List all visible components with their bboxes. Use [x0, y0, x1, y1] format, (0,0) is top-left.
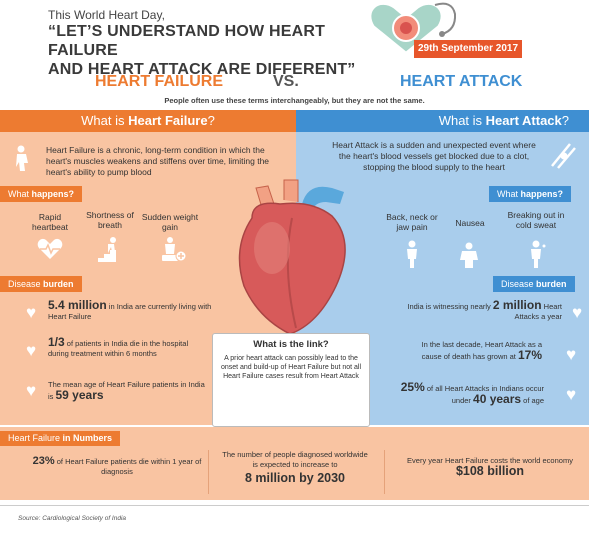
- symptom-shortness-breath: Shortness of breath: [86, 210, 134, 230]
- link-text: A prior heart attack can possibly lead t…: [220, 355, 362, 380]
- ha-stat3-big: 25%: [400, 380, 425, 394]
- headline: “LET’S UNDERSTAND HOW HEART FAILURE AND …: [48, 22, 368, 79]
- ha-stat-1: India is witnessing nearly 2 million Hea…: [390, 298, 562, 322]
- ha-stat2-text: In the last decade, Heart Attack as a ca…: [421, 340, 543, 361]
- ha-stat1-text: India is witnessing nearly: [407, 302, 493, 311]
- footer-divider: [0, 505, 589, 506]
- intro-text: This World Heart Day,: [48, 8, 165, 22]
- hf-stat3-big: 59 years: [55, 388, 104, 402]
- heart-bullet-icon: ♥: [565, 345, 577, 364]
- date-badge: 29th September 2017: [414, 40, 522, 58]
- hf-what-bold: Heart Failure: [128, 113, 208, 128]
- numbers-n1-text: of Heart Failure patients die within 1 y…: [54, 457, 202, 476]
- hf-disease-burden-tag: Disease burden: [0, 276, 82, 292]
- comparison-note: People often use these terms interchange…: [164, 96, 425, 105]
- ha-what-prefix: What is: [438, 113, 486, 128]
- ha-stat-2: In the last decade, Heart Attack as a ca…: [400, 340, 543, 362]
- symptom-back-neck-jaw-pain: Back, neck or jaw pain: [386, 212, 438, 232]
- hf-burden-prefix: Disease: [8, 279, 44, 289]
- hf-burden-bold: burden: [43, 279, 74, 289]
- numbers-n1-big: 23%: [32, 455, 55, 467]
- heart-failure-in-numbers-tag: Heart Failure in Numbers: [0, 431, 121, 446]
- numbers-n3-big: $108 billion: [455, 464, 525, 478]
- hf-stat-2: 1/3 of patients in India die in the hosp…: [48, 335, 208, 359]
- heart-attack-description: Heart Attack is a sudden and unexpected …: [332, 140, 536, 172]
- anatomical-heart-illustration: [238, 179, 346, 335]
- sweating-person-icon: [531, 240, 546, 268]
- ha-stat1-big: 2 million: [492, 298, 542, 312]
- source-note: Source: Cardiological Society of India: [18, 515, 127, 522]
- globe-heart-stethoscope-icon: [370, 2, 457, 53]
- heart-failure-description: Heart Failure is a chronic, long-term co…: [46, 145, 270, 177]
- numbers-n2-big: 8 million by 2030: [244, 471, 346, 485]
- heart-bullet-icon: ♥: [25, 381, 37, 400]
- link-explanation-box: What is the link? A prior heart attack c…: [212, 333, 370, 427]
- numbers-tag-bold: in Numbers: [62, 433, 113, 443]
- ha-stat2-big: 17%: [517, 348, 542, 362]
- hf-stat2-text: of patients in India die in the hospital…: [48, 339, 189, 358]
- heartbeat-icon: [37, 238, 63, 259]
- pain-person-icon: [407, 240, 417, 268]
- clot-vessel-icon: [551, 143, 576, 169]
- numbers-stat-2: The number of people diagnosed worldwide…: [220, 450, 370, 485]
- heart-bullet-icon: ♥: [25, 303, 37, 322]
- ha-happens-bold: happens?: [520, 189, 564, 199]
- link-title: What is the link?: [253, 339, 329, 350]
- hf-what-prefix: What is: [81, 113, 129, 128]
- hf-stat1-big: 5.4 million: [48, 298, 107, 312]
- heart-bullet-icon: ♥: [565, 385, 577, 404]
- symptom-cold-sweat: Breaking out in cold sweat: [507, 210, 565, 230]
- ha-what-happens-tag: What happens?: [489, 186, 572, 202]
- hf-stat-3: The mean age of Heart Failure patients i…: [48, 380, 208, 402]
- heart-bullet-icon: ♥: [25, 341, 37, 360]
- numbers-stat-1: 23% of Heart Failure patients die within…: [32, 456, 202, 477]
- headline-line1: “LET’S UNDERSTAND HOW HEART FAILURE: [48, 23, 326, 59]
- heart-attack-title-bar: What is Heart Attack?: [296, 110, 589, 132]
- numbers-n2-text: The number of people diagnosed worldwide…: [222, 450, 368, 469]
- ha-disease-burden-tag: Disease burden: [493, 276, 575, 292]
- ha-what-bold: Heart Attack: [485, 113, 562, 128]
- hf-stat-1: 5.4 million in India are currently livin…: [48, 298, 228, 322]
- hf-happens-bold: happens?: [31, 189, 75, 199]
- hf-stat1-text: in India are currently living with Heart…: [48, 302, 212, 321]
- numbers-tag-prefix: Heart Failure: [8, 433, 63, 443]
- symptom-weight-gain: Sudden weight gain: [141, 212, 199, 232]
- ha-stat1-tail: Heart Attacks a year: [514, 302, 562, 321]
- breathless-stairs-icon: [98, 237, 116, 262]
- ha-happens-prefix: What: [497, 189, 521, 199]
- weight-scale-icon: [162, 237, 186, 262]
- symptom-rapid-heartbeat: Rapid heartbeat: [32, 212, 68, 232]
- heart-failure-heading: HEART FAILURE: [95, 73, 223, 90]
- numbers-divider: [208, 450, 209, 494]
- hf-stat2-big: 1/3: [48, 335, 65, 349]
- hf-what-suffix: ?: [207, 113, 215, 128]
- ha-stat-3: 25% of all Heart Attacks in Indians occu…: [386, 380, 544, 406]
- ha-burden-prefix: Disease: [501, 279, 537, 289]
- ha-stat3-tail: of age: [521, 396, 544, 405]
- numbers-n3-text: Every year Heart Failure costs the world…: [407, 456, 573, 465]
- symptom-nausea: Nausea: [455, 218, 485, 228]
- nausea-person-icon: [460, 242, 478, 268]
- vs-label: VS.: [273, 73, 299, 90]
- tired-person-icon: [16, 145, 28, 171]
- numbers-stat-3: Every year Heart Failure costs the world…: [400, 456, 580, 478]
- ha-what-suffix: ?: [561, 113, 569, 128]
- numbers-divider: [384, 450, 385, 494]
- hf-stat3-text: The mean age of Heart Failure patients i…: [48, 380, 205, 401]
- ha-stat3-text: of all Heart Attacks in Indians occur un…: [424, 384, 544, 405]
- heart-failure-title-bar: What is Heart Failure?: [0, 110, 296, 132]
- heart-bullet-icon: ♥: [571, 303, 583, 322]
- hf-what-happens-tag: What happens?: [0, 186, 83, 202]
- hf-happens-prefix: What: [8, 189, 32, 199]
- headline-line2: AND HEART ATTACK ARE DIFFERENT”: [48, 61, 356, 78]
- heart-attack-heading: HEART ATTACK: [400, 73, 523, 90]
- ha-burden-bold: burden: [536, 279, 567, 289]
- ha-stat3-big2: 40 years: [473, 392, 522, 406]
